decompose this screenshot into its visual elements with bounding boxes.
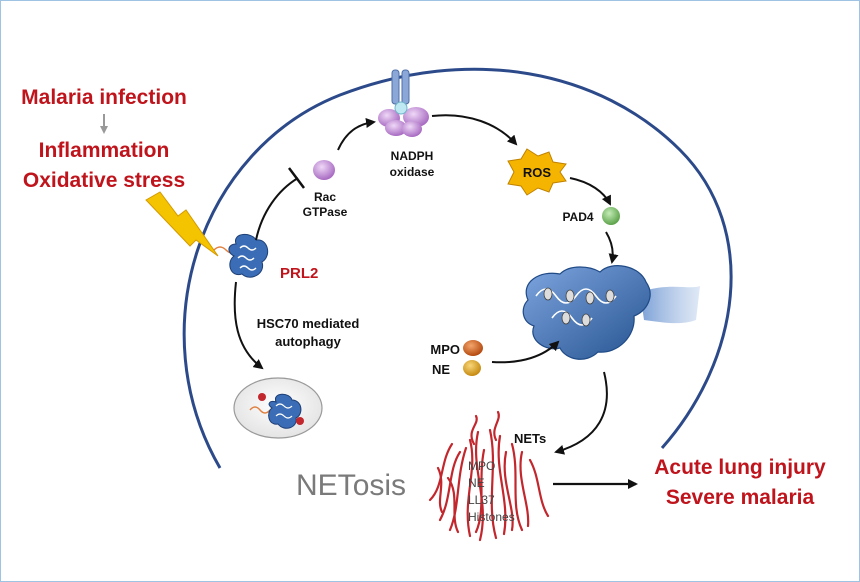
oxidative-stress-label: Oxidative stress: [23, 169, 185, 192]
oxidase-label: oxidase: [390, 165, 435, 179]
nets-label: NETs: [514, 431, 546, 446]
rac-to-nadph-arrow: [337, 118, 376, 151]
mpo-granule: [463, 340, 483, 356]
lightning-bolt-icon: [145, 191, 219, 257]
malaria-infection-label: Malaria infection: [21, 86, 187, 109]
nadph-label: NADPH: [391, 149, 434, 163]
ne-label: NE: [432, 362, 450, 377]
rac-gtpase-node: [313, 160, 335, 180]
mpo-label: MPO: [430, 342, 460, 357]
hsc70-label-line1: HSC70 mediated: [257, 316, 360, 331]
pad4-node: [602, 207, 620, 225]
severe-malaria-label: Severe malaria: [666, 486, 815, 509]
cell-membrane: [182, 67, 733, 469]
net-fibers-icon: [428, 410, 550, 542]
inhibition-bar: [288, 167, 305, 189]
net-ll37-label: LL37: [468, 493, 495, 507]
pad4-label: PAD4: [562, 210, 593, 224]
autophagosome-icon: [233, 377, 323, 439]
ros-burst-icon: [507, 148, 567, 196]
netosis-label: NETosis: [296, 469, 406, 502]
prl2-label: PRL2: [280, 265, 318, 282]
hsc70-label-line2: autophagy: [275, 334, 341, 349]
netosis-osis-part: osis: [353, 469, 406, 502]
prl2-rac-inhibition: [255, 177, 299, 241]
net-histones-label: Histones: [468, 510, 515, 524]
nucleus-to-nets-arrow: [554, 371, 608, 455]
nadph-oxidase-icon: [378, 69, 429, 137]
hsc70-autophagy-arrow: [233, 281, 264, 370]
acute-lung-injury-label: Acute lung injury: [654, 456, 826, 479]
nadph-to-ros-arrow: [431, 114, 518, 146]
gtpase-label: GTPase: [303, 205, 348, 219]
ros-label: ROS: [523, 165, 552, 180]
net-ne-label: NE: [468, 476, 485, 490]
neutrophil-nucleus-icon: [522, 265, 700, 360]
rac-label: Rac: [314, 190, 336, 204]
inflammation-label: Inflammation: [39, 139, 170, 162]
net-mpo-label: MPO: [468, 459, 495, 473]
granules-to-nucleus-arrow: [491, 340, 560, 364]
pad4-to-nucleus-arrow: [605, 231, 619, 264]
netosis-net-part: NET: [296, 469, 356, 502]
prl2-protein-icon: [213, 234, 269, 278]
ros-to-pad4-arrow: [569, 177, 611, 206]
ne-granule: [463, 360, 481, 376]
